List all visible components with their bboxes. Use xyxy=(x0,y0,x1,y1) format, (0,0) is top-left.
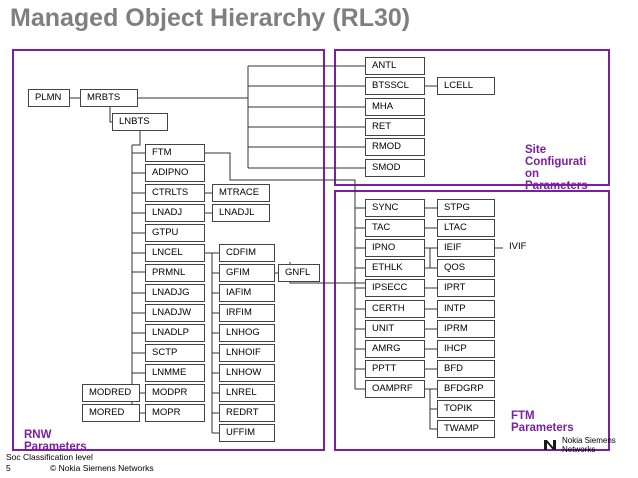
node-iprt: IPRT xyxy=(437,279,495,297)
rnw-region-frame xyxy=(12,49,325,451)
company-logo-icon xyxy=(544,440,556,450)
site-region-label: Site Configurati on Parameters xyxy=(525,144,588,192)
node-pptt: PPTT xyxy=(365,360,425,378)
node-ftm: FTM xyxy=(145,144,205,162)
node-mrbts: MRBTS xyxy=(80,89,138,107)
node-mopr: MOPR xyxy=(145,404,205,422)
node-lcell: LCELL xyxy=(437,77,495,95)
node-sctp: SCTP xyxy=(145,344,205,362)
node-certh: CERTH xyxy=(365,300,425,318)
node-mtrace: MTRACE xyxy=(212,184,270,202)
node-mored: MORED xyxy=(82,404,140,422)
node-unit: UNIT xyxy=(365,320,425,338)
node-topik: TOPIK xyxy=(437,400,495,418)
node-mha: MHA xyxy=(365,98,425,116)
node-gnfl: GNFL xyxy=(278,264,320,282)
node-tac: TAC xyxy=(365,219,425,237)
node-qos: QOS xyxy=(437,259,495,277)
logo-line-1: Nokia Siemens xyxy=(562,436,616,445)
node-ethlk: ETHLK xyxy=(365,259,425,277)
node-ret: RET xyxy=(365,118,425,136)
node-intp: INTP xyxy=(437,300,495,318)
node-bfdgrp: BFDGRP xyxy=(437,380,495,398)
node-uffim: UFFIM xyxy=(219,424,275,442)
node-adipno: ADIPNO xyxy=(145,164,205,182)
node-btsscl: BTSSCL xyxy=(365,77,425,95)
node-gtpu: GTPU xyxy=(145,224,205,242)
node-smod: SMOD xyxy=(365,159,425,177)
rnw-region-label: RNW Parameters xyxy=(24,429,87,453)
node-lnhog: LNHOG xyxy=(219,324,275,342)
node-amrg: AMRG xyxy=(365,340,425,358)
node-sync: SYNC xyxy=(365,199,425,217)
node-lnadj: LNADJ xyxy=(145,204,205,222)
node-ipno: IPNO xyxy=(365,239,425,257)
node-antl: ANTL xyxy=(365,57,425,75)
node-bfd: BFD xyxy=(437,360,495,378)
node-plmn: PLMN xyxy=(28,89,70,107)
node-oamprf: OAMPRF xyxy=(365,380,425,398)
node-ieif: IEIF xyxy=(437,239,495,257)
node-twamp: TWAMP xyxy=(437,420,495,438)
node-lnhoif: LNHOIF xyxy=(219,344,275,362)
company-logo: Nokia Siemens Networks xyxy=(562,436,616,454)
node-lncel: LNCEL xyxy=(145,244,205,262)
node-modred: MODRED xyxy=(82,384,140,402)
node-ipsecc: IPSECC xyxy=(365,279,425,297)
node-lnadlp: LNADLP xyxy=(145,324,205,342)
logo-line-2: Networks xyxy=(562,445,596,454)
site-region-frame xyxy=(334,49,610,186)
node-irfim: IRFIM xyxy=(219,304,275,322)
node-lnbts: LNBTS xyxy=(112,113,168,131)
node-stpg: STPG xyxy=(437,199,495,217)
node-iafim: IAFIM xyxy=(219,284,275,302)
node-rmod: RMOD xyxy=(365,138,425,156)
node-redrt: REDRT xyxy=(219,404,275,422)
page-title: Managed Object Hierarchy (RL30) xyxy=(10,4,411,32)
footer-copyright: © Nokia Siemens Networks xyxy=(50,463,154,473)
node-lnadjw: LNADJW xyxy=(145,304,205,322)
node-cdfim: CDFIM xyxy=(219,244,275,262)
node-iprm: IPRM xyxy=(437,320,495,338)
node-ihcp: IHCP xyxy=(437,340,495,358)
node-lnrel: LNREL xyxy=(219,384,275,402)
footer-classification: Soc Classification level xyxy=(6,452,93,462)
node-modpr: MODPR xyxy=(145,384,205,402)
ftm-region-frame xyxy=(334,190,610,451)
node-ltac: LTAC xyxy=(437,219,495,237)
node-lnadjg: LNADJG xyxy=(145,284,205,302)
node-ivif: IVIF xyxy=(509,241,527,252)
node-lnadjl: LNADJL xyxy=(212,204,270,222)
node-lnmme: LNMME xyxy=(145,364,205,382)
node-ctrlts: CTRLTS xyxy=(145,184,205,202)
node-lnhow: LNHOW xyxy=(219,364,275,382)
ftm-region-label: FTM Parameters xyxy=(511,410,574,434)
footer-page-number: 5 xyxy=(6,463,11,473)
node-prmnl: PRMNL xyxy=(145,264,205,282)
node-gfim: GFIM xyxy=(219,264,275,282)
